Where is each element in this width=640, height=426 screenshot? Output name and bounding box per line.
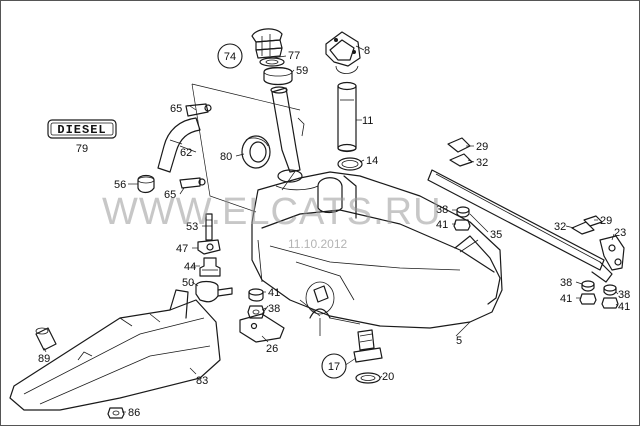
tank-strap[interactable] <box>427 169 613 283</box>
drain-plug-highlight <box>305 281 335 315</box>
label-23[interactable]: 23 <box>614 227 626 239</box>
clip-47[interactable] <box>197 239 221 255</box>
sender-seal[interactable] <box>337 157 363 171</box>
filler-neck-tube[interactable] <box>270 86 305 173</box>
label-8[interactable]: 8 <box>364 45 370 57</box>
nut-38-left[interactable] <box>247 305 265 319</box>
rubber-grommet[interactable] <box>241 135 271 169</box>
label-38-right-a[interactable]: 38 <box>560 277 572 289</box>
hose-clamp-upper[interactable] <box>185 103 212 117</box>
label-41-right-b[interactable]: 41 <box>618 301 630 313</box>
filler-boot[interactable] <box>251 28 283 59</box>
label-38-mid[interactable]: 38 <box>436 204 448 216</box>
label-38-left[interactable]: 38 <box>268 303 280 315</box>
label-74[interactable]: 74 <box>224 51 236 63</box>
nut-41-right-a[interactable] <box>579 293 597 305</box>
callout-circle-17 <box>321 353 347 379</box>
grommet-56[interactable] <box>137 174 155 194</box>
label-89[interactable]: 89 <box>38 353 50 365</box>
drain-plug[interactable] <box>309 285 331 336</box>
label-53[interactable]: 53 <box>186 221 198 233</box>
label-17[interactable]: 17 <box>328 361 340 373</box>
label-77[interactable]: 77 <box>288 50 300 62</box>
label-65-upper[interactable]: 65 <box>170 103 182 115</box>
nut-41-right-b[interactable] <box>601 297 619 309</box>
label-11[interactable]: 11 <box>362 115 373 127</box>
filler-tube[interactable] <box>337 81 357 153</box>
label-50[interactable]: 50 <box>182 277 194 289</box>
valve-44[interactable] <box>199 257 221 277</box>
label-62[interactable]: 62 <box>180 147 192 159</box>
vent-hose[interactable] <box>157 117 201 173</box>
bracket-32-lower[interactable] <box>571 221 595 235</box>
part-labels: 74 77 59 8 65 11 62 80 29 32 14 79 56 65… <box>38 45 630 419</box>
label-32-lower[interactable]: 32 <box>554 221 566 233</box>
label-59[interactable]: 59 <box>296 65 308 77</box>
label-41-right-a[interactable]: 41 <box>560 293 572 305</box>
watermark-date: 11.10.2012 <box>288 237 347 251</box>
label-26[interactable]: 26 <box>266 343 278 355</box>
label-80[interactable]: 80 <box>220 151 232 163</box>
label-35[interactable]: 35 <box>490 229 502 241</box>
label-79[interactable]: 79 <box>76 143 88 155</box>
label-29-lower[interactable]: 29 <box>600 215 612 227</box>
bracket-29-lower[interactable] <box>583 215 603 227</box>
label-44[interactable]: 44 <box>184 261 196 273</box>
leader-lines <box>43 45 619 413</box>
nut-86[interactable] <box>107 407 125 419</box>
label-86[interactable]: 86 <box>128 407 140 419</box>
elbow-50[interactable] <box>195 280 233 303</box>
callout-circle-74 <box>217 43 243 69</box>
label-29-upper[interactable]: 29 <box>476 141 488 153</box>
label-20[interactable]: 20 <box>382 371 394 383</box>
label-32-upper[interactable]: 32 <box>476 157 488 169</box>
label-41-mid[interactable]: 41 <box>436 219 448 231</box>
label-83[interactable]: 83 <box>196 375 208 387</box>
sleeve-89[interactable] <box>35 327 57 351</box>
watermark-text: WWW.ELCATS.RU <box>102 191 442 233</box>
diesel-badge-text: DIESEL <box>57 123 106 137</box>
label-5[interactable]: 5 <box>456 335 462 347</box>
label-41-left[interactable]: 41 <box>268 287 280 299</box>
strap-end-23[interactable] <box>599 235 625 271</box>
nut-41-mid[interactable] <box>453 219 471 231</box>
label-56[interactable]: 56 <box>114 179 126 191</box>
bracket-32-upper[interactable] <box>449 153 473 167</box>
heat-shield[interactable] <box>9 289 221 411</box>
label-14[interactable]: 14 <box>366 155 378 167</box>
hose-clamp-lower[interactable] <box>179 177 206 189</box>
bracket-26[interactable] <box>239 305 285 343</box>
diesel-badge[interactable]: DIESEL <box>47 119 117 139</box>
label-38-right-b[interactable]: 38 <box>618 289 630 301</box>
fuel-tank[interactable] <box>251 169 503 329</box>
label-65-lower[interactable]: 65 <box>164 189 176 201</box>
fuel-cap[interactable] <box>325 31 361 74</box>
label-47[interactable]: 47 <box>176 243 188 255</box>
